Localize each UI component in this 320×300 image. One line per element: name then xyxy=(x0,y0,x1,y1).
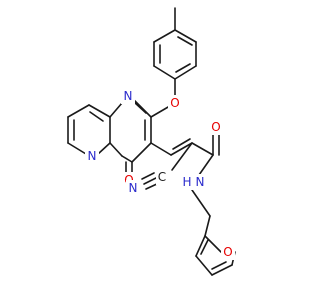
atom-labels: O N N O O H N O C N xyxy=(85,88,235,260)
bond xyxy=(150,142,172,156)
acrylamide-chain xyxy=(141,133,220,190)
label-bg xyxy=(121,88,135,104)
bond xyxy=(174,65,197,80)
double-bond xyxy=(170,142,193,156)
pyrimidinone-ring xyxy=(109,99,152,173)
bond xyxy=(109,142,123,157)
bond xyxy=(109,102,123,118)
bond xyxy=(204,235,222,253)
bond xyxy=(195,235,206,257)
nitrile-carbon-label: C xyxy=(158,170,166,184)
label-bg xyxy=(156,169,169,185)
double-bond-inner xyxy=(211,261,227,270)
bond-to-amide-n xyxy=(198,154,214,176)
structure-figure: O N N O O H N O C N xyxy=(67,7,236,276)
bond xyxy=(153,29,176,43)
ring-nitrogen-label: N xyxy=(88,149,97,163)
bond xyxy=(121,155,133,163)
double-bond-inner xyxy=(175,63,191,73)
double-bond-inner xyxy=(177,36,193,46)
double-bond-inner xyxy=(89,111,104,122)
bond xyxy=(191,142,214,156)
label-bg xyxy=(221,244,235,260)
bond xyxy=(67,142,87,155)
label-bg xyxy=(85,148,99,164)
amide-nitrogen-label: N xyxy=(196,175,205,189)
bond xyxy=(67,104,90,118)
pyridine-ring xyxy=(67,104,111,155)
tolyl-ring xyxy=(153,7,197,80)
bond-to-nitrile xyxy=(171,142,193,171)
bond xyxy=(153,65,176,80)
bond xyxy=(133,99,152,118)
label-bg xyxy=(126,180,140,196)
label-bg xyxy=(168,95,182,111)
furan-oxygen-label: O xyxy=(223,245,232,259)
bond xyxy=(88,104,111,118)
bond-ch2-to-furan xyxy=(204,215,211,237)
double-bond-inner xyxy=(172,138,191,150)
bond xyxy=(211,264,233,276)
bond-n-to-ch2 xyxy=(191,189,211,217)
furfuryl-group xyxy=(191,189,236,276)
ether-oxygen-label: O xyxy=(170,96,179,110)
double-bond-inner xyxy=(200,239,209,255)
nitrile-triple-2 xyxy=(141,172,155,180)
bond xyxy=(97,142,111,155)
bond xyxy=(174,29,197,43)
label-bg xyxy=(181,174,207,190)
nitrile-triple-1 xyxy=(143,177,157,185)
bond xyxy=(195,255,213,276)
pyrimidine-nitrogen-label: N xyxy=(124,89,133,103)
molecule-drawing: O N N O O H N O C N xyxy=(67,7,236,276)
bond xyxy=(131,142,152,163)
amide-oxygen-label: O xyxy=(211,120,220,134)
double-bond-inner xyxy=(133,101,147,114)
amide-hydrogen-label: H xyxy=(182,175,191,189)
label-bg xyxy=(209,119,223,135)
nitrile-nitrogen-label: N xyxy=(129,181,138,195)
